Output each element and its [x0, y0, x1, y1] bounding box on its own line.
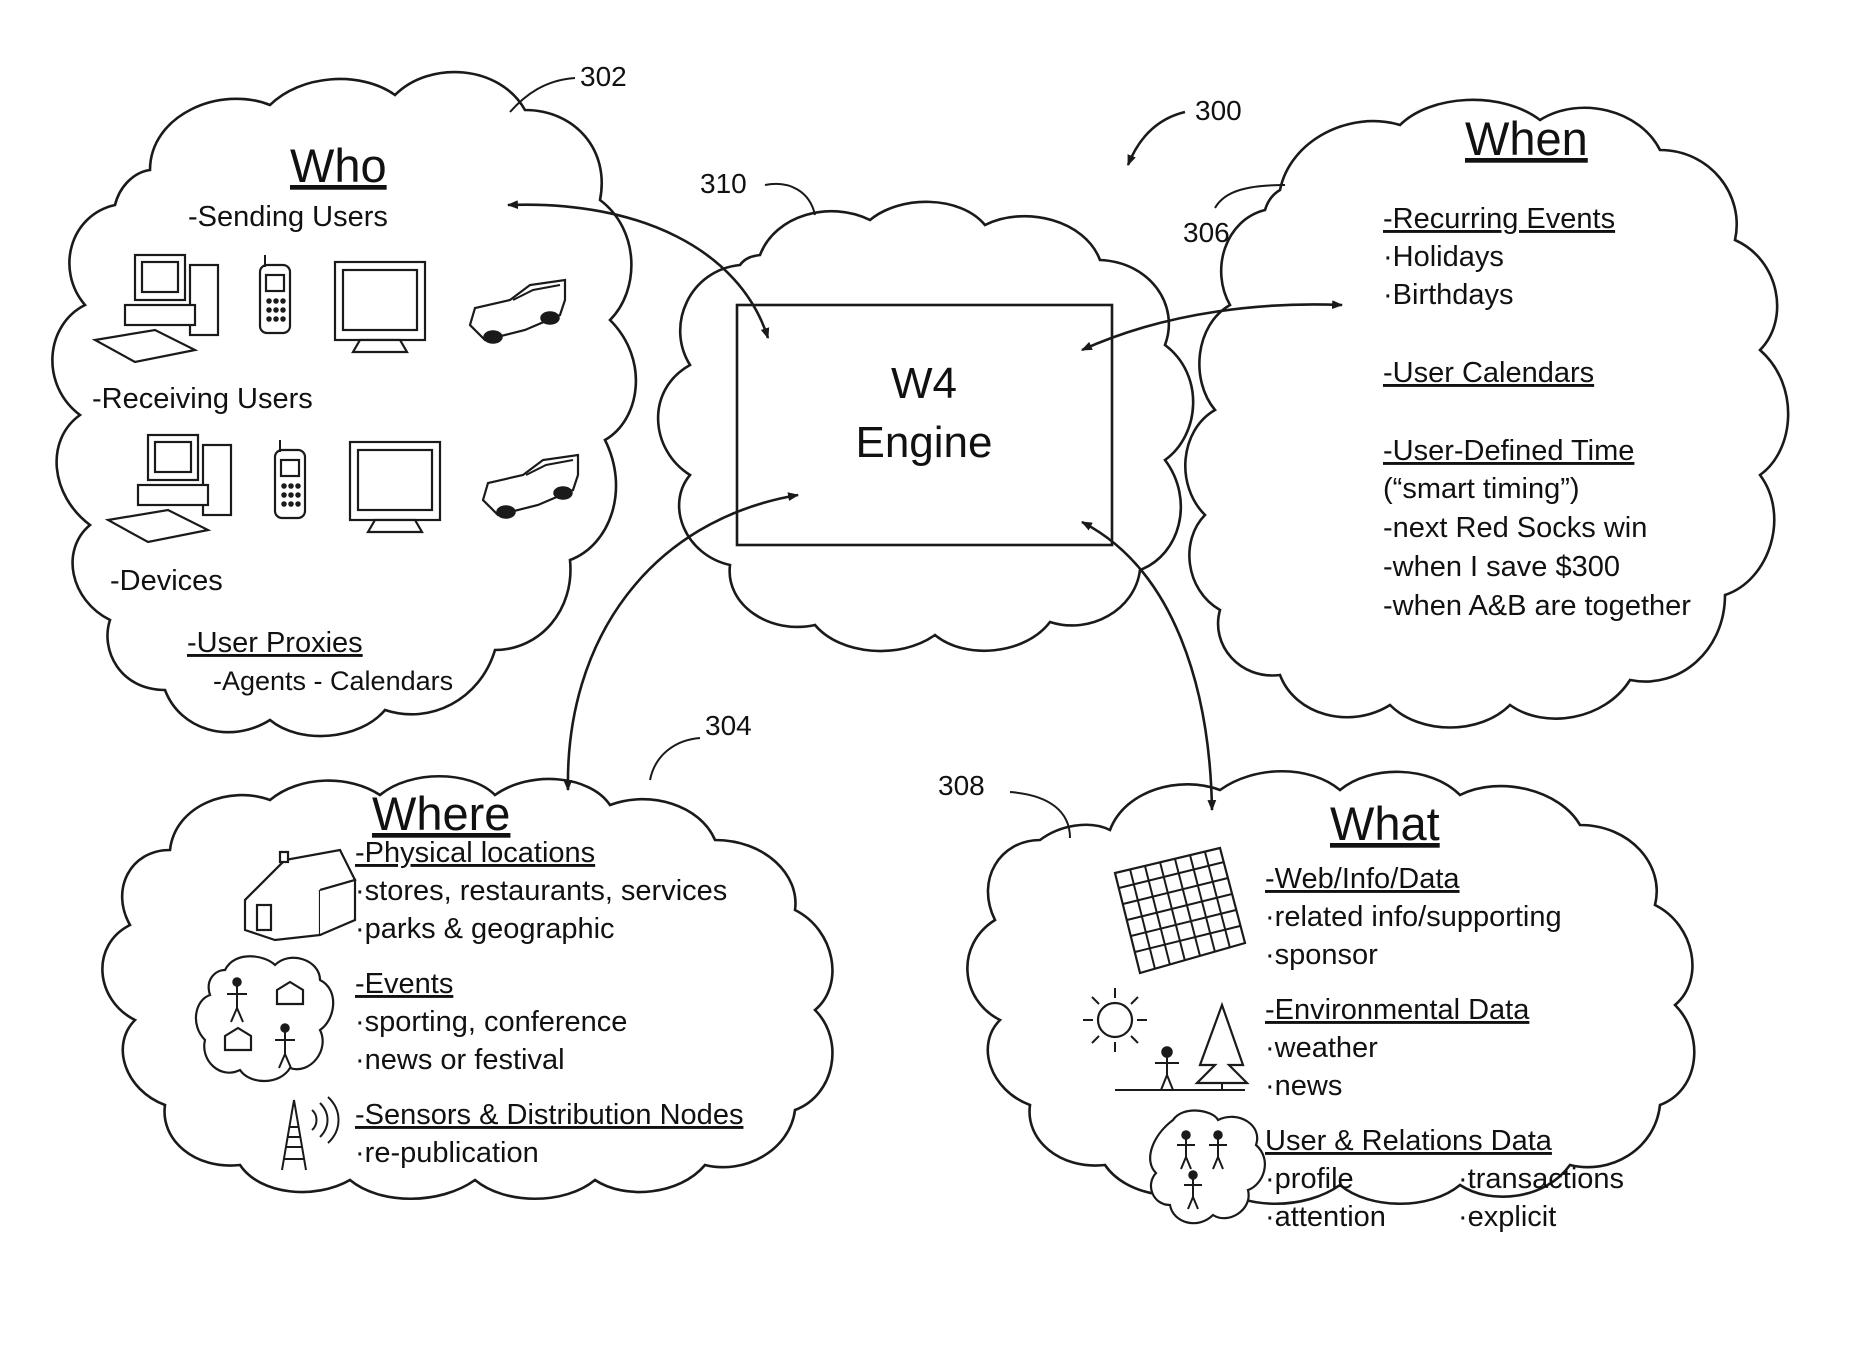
cell-phone-icon [275, 440, 305, 518]
people-group-icon [1150, 1111, 1265, 1224]
who-title: Who [290, 139, 387, 192]
where-events: -Events [355, 968, 453, 1000]
engine-ref-leader [765, 184, 815, 215]
who-agents-calendars: -Agents - Calendars [213, 666, 453, 696]
who-sending-users: -Sending Users [188, 201, 388, 233]
when-holidays: ·Holidays [1383, 241, 1504, 273]
when-birthdays: ·Birthdays [1383, 279, 1514, 311]
monitor-icon [335, 262, 425, 352]
when-ref-number: 306 [1183, 217, 1230, 248]
where-sporting: ·sporting, conference [355, 1006, 627, 1038]
when-title: When [1465, 112, 1588, 165]
what-related-info: ·related info/supporting [1265, 901, 1562, 933]
what-transactions: ·transactions [1458, 1163, 1624, 1195]
what-environmental-data: -Environmental Data [1265, 994, 1530, 1026]
monitor-icon [350, 442, 440, 532]
what-user-relations-data: User & Relations Data [1265, 1125, 1553, 1157]
where-title: Where [372, 787, 510, 840]
engine-label-line1: W4 [891, 359, 957, 408]
what-title: What [1330, 797, 1440, 850]
figure-number: 300 [1195, 95, 1242, 126]
what-ref-number: 308 [938, 770, 985, 801]
figure-number-arrow [1128, 112, 1185, 165]
what-explicit: ·explicit [1458, 1201, 1556, 1233]
when-ab-together: -when A&B are together [1383, 590, 1691, 622]
when-user-calendars: -User Calendars [1383, 357, 1594, 389]
who-user-proxies: -User Proxies [187, 627, 363, 659]
cell-phone-icon [260, 255, 290, 333]
what-news: ·news [1265, 1070, 1342, 1102]
when-user-defined-time: -User-Defined Time [1383, 435, 1634, 467]
where-stores: ·stores, restaurants, services [355, 875, 727, 907]
engine-label-line2: Engine [855, 418, 992, 467]
when-recurring-events: -Recurring Events [1383, 203, 1615, 235]
where-ref-leader [650, 738, 700, 780]
when-save-300: -when I save $300 [1383, 551, 1620, 583]
where-republication: ·re-publication [355, 1137, 539, 1169]
who-devices: -Devices [110, 565, 223, 597]
when-red-socks: -next Red Socks win [1383, 512, 1647, 544]
where-news-festival: ·news or festival [355, 1044, 565, 1076]
what-weather: ·weather [1265, 1032, 1378, 1064]
what-profile: ·profile [1265, 1163, 1354, 1195]
where-sensors: -Sensors & Distribution Nodes [355, 1099, 743, 1131]
where-ref-number: 304 [705, 710, 752, 741]
where-physical-locations: -Physical locations [355, 837, 595, 869]
who-ref-number: 302 [580, 61, 627, 92]
where-parks: ·parks & geographic [355, 913, 615, 945]
when-smart-timing: (“smart timing”) [1383, 473, 1580, 505]
when-cloud [1185, 100, 1788, 728]
sun-icon [1083, 988, 1147, 1052]
who-receiving-users: -Receiving Users [92, 383, 313, 415]
event-group-icon [196, 956, 333, 1081]
engine-ref-number: 310 [700, 168, 747, 199]
what-sponsor: ·sponsor [1265, 939, 1378, 971]
what-attention: ·attention [1265, 1201, 1386, 1233]
what-web-info-data: -Web/Info/Data [1265, 863, 1460, 895]
